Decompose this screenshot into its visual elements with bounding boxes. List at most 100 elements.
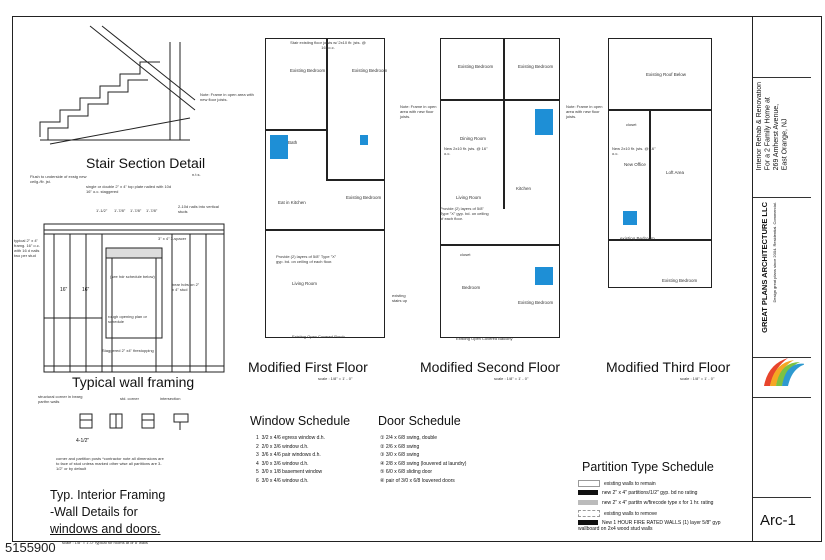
door-item: ① 2/4 x 6/8 swing, double: [380, 435, 438, 441]
tb-firm-name: GREAT PLANS ARCHITECTURE LLC: [760, 202, 769, 333]
tb-project-box: [753, 78, 811, 198]
sf-room-bedroom-1: Existing Bedroom: [458, 64, 494, 69]
partition-row-1: existing walls to remain: [578, 480, 656, 487]
ff-room-bath: Bath: [288, 140, 298, 145]
second-floor-frame-note: Note: Frame in open area with new floor …: [400, 104, 437, 119]
third-floor-title: Modified Third Floor: [606, 359, 731, 375]
partition-row-2: new 2" x 4" partitions/1/2" gyp. bd no r…: [578, 490, 697, 496]
tf-room-office: New Office: [624, 162, 646, 167]
ff-room-kitchen: Eat in Kitchen: [278, 200, 306, 205]
ff-room-bedroom-1: Existing Bedroom: [290, 68, 326, 73]
window-item: 1 3/2 x 4/6 egress window d.h.: [256, 435, 325, 441]
interior-scale: scale : 1/8" = 1'-0" typical for rooms a…: [62, 540, 148, 545]
wall-dim-1: 1'-1/2": [96, 208, 108, 213]
interior-notes: corner and partition posts *contractor n…: [56, 456, 164, 471]
third-floor-scale: scale : 1/8" = 1' - 0": [680, 376, 715, 381]
logo-swoosh: [764, 358, 788, 386]
tf-room-loft: Loft Area: [666, 170, 685, 175]
door-item: ⑤ 6/0 x 6/8 sliding door: [380, 469, 433, 476]
stair-note-nails: 2-10d nails into vertical studs: [178, 204, 219, 214]
wall-header-note: 3" x 4" 3-spacer: [158, 236, 187, 241]
second-floor-plan: [440, 38, 560, 338]
logo-swoosh: [782, 363, 804, 386]
wall-sched-note: (see hdr schedule below): [110, 274, 155, 279]
tf-room-roof: Existing Roof Below: [646, 72, 687, 77]
ff-stairs: existing stairs up: [392, 293, 408, 303]
ff-room-living: Living Room: [292, 281, 318, 286]
wall-dim16-b: 16": [82, 287, 90, 293]
wall-left-note: typical 2" x 4" framg. 16" o.c. with 16 …: [14, 238, 40, 258]
window-item: 3 3/6 x 4/6 pair windows d.h.: [256, 452, 321, 459]
wall-framing-drawing: [43, 223, 225, 373]
partition-row-5: New 1 HOUR FIRE RATED WALLS (1) layer 5/…: [578, 520, 721, 532]
tf-new-joists: New 2x10 flr. jsts. @ 16" o.c.: [612, 146, 656, 156]
stair-note-flush: Flush to underside of exstg new ceilg./f…: [30, 174, 87, 184]
watermark-id: 5155900: [5, 540, 56, 555]
sf-balcony: Existing Open Covered Balcony: [456, 336, 513, 341]
partition-row-4: existing walls to remove: [578, 510, 657, 517]
interior-title-3: windows and doors.: [50, 522, 161, 536]
wall-dim-3: 1'-7/8": [130, 208, 142, 213]
sf-room-bedroom-4: Existing Bedroom: [518, 300, 554, 305]
interior-dim: 4-1/2": [76, 438, 90, 444]
door-item: ⑥ pair of 3/0 x 6/8 louvered doors: [380, 477, 455, 484]
corner-details: [79, 413, 189, 430]
firm-logo: [764, 358, 804, 386]
door-item: ④ 2/8 x 6/8 swing (louvered at laundry): [380, 460, 467, 467]
tb-rev-box: [753, 398, 811, 498]
stair-section-title: Stair Section Detail: [86, 155, 206, 171]
logo-swoosh: [776, 362, 800, 386]
sf-room-bedroom-2: Existing Bedroom: [518, 64, 554, 69]
door-schedule-title: Door Schedule: [378, 414, 461, 428]
tb-firm-tag: Design great plans since 2004. Residenti…: [772, 202, 777, 303]
sf-provide-note: Provide (2) layers of 5/8" Type "X" gyp.…: [440, 206, 489, 221]
tb-project-text: Interior Rehab & Renovation For a 2 Fami…: [756, 82, 789, 171]
window-item: 6 3/0 x 4/6 window d.h.: [256, 477, 309, 484]
partition-schedule-title: Partition Type Schedule: [582, 460, 714, 474]
wall-stagger-note: Staggered 2" x4" firestopping: [102, 348, 154, 353]
tb-logo-box: [753, 358, 811, 398]
tf-closet: closet: [626, 122, 637, 127]
tb-firm-box: [753, 198, 811, 358]
corner-label-std: std. corner: [120, 396, 139, 401]
sheet-number: Arc-1: [760, 512, 796, 529]
first-floor-top-note: Stair existing floor joists w/ 2x10 flr.…: [290, 40, 366, 50]
stair-section-scale: n.t.s.: [192, 172, 201, 177]
window-item: 4 3/0 x 3/6 window d.h.: [256, 460, 309, 467]
partition-row-3: new 2" x 4" partitn w/firecode type x fo…: [578, 500, 713, 506]
window-item: 5 3/0 x 1/8 basement window: [256, 469, 323, 476]
sf-new-joists: New 2x10 flr. jsts. @ 16" o.c.: [444, 146, 488, 156]
interior-title-2: -Wall Details for: [50, 505, 138, 519]
ff-provide-note: Provide (2) layers of 5/8" Type "X" gyp.…: [276, 254, 337, 264]
window-schedule-list: 1 3/2 x 4/6 egress window d.h. 2 2/0 x 3…: [256, 434, 325, 486]
tf-room-bedroom-1: existing Bedroom: [620, 236, 655, 241]
stair-section-drawing: [39, 25, 196, 145]
stair-note-plate: single or double 2" x 4" top plate naile…: [86, 184, 172, 194]
first-floor-frame-note: Note: Frame in open area with new floor …: [200, 92, 254, 102]
first-floor-title: Modified First Floor: [248, 359, 368, 375]
window-item: 2 2/0 x 3/6 window d.h.: [256, 443, 309, 450]
ff-room-bedroom-3: Existing Bedroom: [346, 195, 382, 200]
sf-room-bedroom-3: Bedroom: [462, 285, 481, 290]
sf-room-kitchen: Kitchen: [516, 186, 532, 191]
tf-room-bedroom-2: Existing Bedroom: [662, 278, 698, 283]
interior-title-1: Typ. Interior Framing: [50, 488, 166, 502]
second-floor-title: Modified Second Floor: [420, 359, 561, 375]
third-floor-plan: [608, 38, 712, 288]
wall-dim16-a: 16": [60, 287, 68, 293]
door-item: ③ 3/0 x 6/8 swing: [380, 452, 420, 459]
logo-swoosh: [770, 360, 794, 386]
wall-dim-2: 1'-7/8": [114, 208, 126, 213]
corner-label-structural: structural corner in bearg parthn walls: [38, 394, 83, 404]
corner-label-intersection: intersection: [160, 396, 181, 401]
sf-room-dining: Dining Room: [460, 136, 487, 141]
ff-porch: Existing Open Covered Porch: [292, 334, 345, 339]
drawing-sheet: [12, 16, 822, 542]
sf-closet: closet: [460, 252, 471, 257]
window-schedule-title: Window Schedule: [250, 414, 351, 428]
first-floor-scale: scale : 1/8" = 1' - 0": [318, 376, 353, 381]
wall-bear-note: bear hdrs on 2" x 4" stud: [172, 282, 200, 292]
wall-framing-title: Typical wall framing: [72, 374, 195, 390]
sf-room-living: Living Room: [456, 195, 482, 200]
door-item: ② 2/6 x 6/8 swing: [380, 443, 420, 450]
